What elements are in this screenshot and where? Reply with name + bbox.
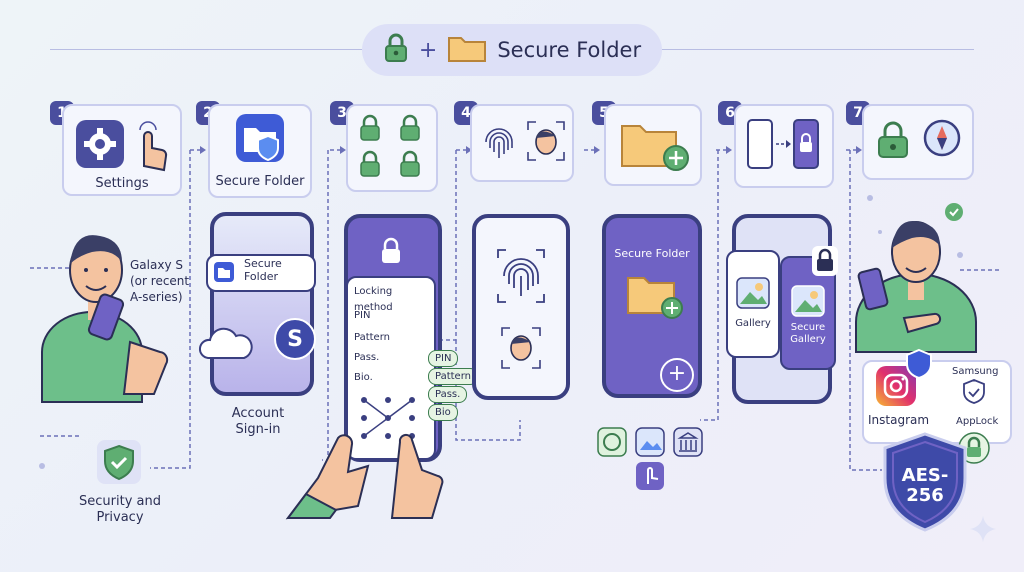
hands-icon: [285, 408, 448, 522]
phone-folder-icon: [626, 272, 686, 324]
menu-item-pin[interactable]: PIN: [354, 310, 371, 321]
phone-screen-label: Secure Folder: [614, 247, 690, 260]
instagram-label: Instagram: [868, 413, 930, 427]
gallery-lock-icon: [812, 246, 838, 280]
gallery-card[interactable]: Gallery: [726, 250, 780, 358]
check-dot-icon: [944, 202, 964, 226]
device-label: Galaxy S (or recent A-series): [130, 258, 190, 304]
secure-gallery-image-icon: [791, 285, 825, 320]
header-pill: + Secure Folder: [362, 24, 662, 76]
move-tile: [734, 104, 834, 188]
locking-method-menu: Locking method PIN Pattern Pass. Bio.: [346, 276, 436, 460]
aes-shield-icon: [880, 430, 970, 538]
tag-pattern: Pattern: [428, 368, 478, 385]
popup-label: Secure Folder: [244, 257, 282, 283]
secure-folder-label: Secure Folder: [215, 174, 305, 189]
app-icons-row: [597, 427, 708, 496]
face-id-icon: [526, 120, 566, 166]
tap-hand-icon: [130, 116, 170, 176]
tag-pass: Pass.: [428, 386, 468, 403]
add-button[interactable]: +: [660, 358, 694, 392]
header-rule-right: [662, 49, 974, 50]
secure-folder-app-icon: [236, 114, 284, 166]
aes-label: AES-256: [901, 465, 949, 506]
secure-gallery-label: Secure Gallery: [790, 322, 826, 345]
gear-icon: [76, 120, 124, 172]
tag-pin: PIN: [428, 350, 459, 367]
pattern-grid-icon: [358, 394, 418, 446]
person-icon: [34, 212, 184, 406]
tag-bio: Bio: [428, 404, 458, 421]
settings-label: Settings: [95, 176, 149, 191]
move-phones-icon: [746, 116, 822, 178]
applock-shield-icon: [962, 378, 986, 408]
shield-check-icon: [97, 440, 141, 488]
cloud-icon: [198, 326, 254, 364]
popup-folder-icon: [214, 262, 234, 286]
lock-grid-tile: [346, 104, 438, 192]
phone-lock-icon: [380, 237, 402, 268]
gallery-label: Gallery: [735, 318, 771, 329]
menu-item-pass[interactable]: Pass.: [354, 352, 380, 363]
header-plus: +: [418, 37, 438, 63]
folder-icon: [447, 33, 487, 68]
phone-fingerprint-icon: [496, 248, 546, 308]
step-4-phone: [472, 214, 570, 400]
lock-icon: [383, 33, 409, 68]
sparkle-icon: [970, 516, 996, 546]
instagram-icon[interactable]: [876, 366, 916, 410]
compass-icon: [922, 118, 962, 162]
phone-face-icon: [500, 326, 542, 374]
menu-title: Locking method: [354, 286, 393, 313]
settings-tile[interactable]: Settings: [62, 104, 182, 196]
secure-folder-popup[interactable]: Secure Folder: [206, 254, 316, 292]
step-2-phone: [210, 212, 314, 396]
lock-grid-icon: [358, 114, 428, 186]
account-signin-label: Account Sign-in: [231, 406, 285, 437]
biometrics-tile: [470, 104, 574, 182]
fingerprint-icon: [480, 122, 518, 166]
security-privacy-label: Security and Privacy: [79, 494, 161, 525]
folder-add-icon: [620, 120, 690, 176]
samsung-account-badge: S: [274, 318, 316, 360]
gallery-image-icon: [736, 277, 770, 312]
header-rule-left: [50, 49, 362, 50]
applock-label: AppLock: [956, 416, 999, 427]
samsung-label: Samsung: [952, 366, 999, 377]
person-phone-icon: [855, 212, 986, 356]
lock-icon: [876, 120, 910, 164]
secure-folder-tile[interactable]: Secure Folder: [208, 104, 312, 198]
apps-lock-tile: [862, 104, 974, 180]
menu-item-pattern[interactable]: Pattern: [354, 332, 390, 343]
small-shield-icon: [904, 348, 934, 384]
add-folder-tile: [604, 104, 702, 186]
header-title: Secure Folder: [497, 38, 642, 62]
menu-item-bio[interactable]: Bio.: [354, 372, 373, 383]
